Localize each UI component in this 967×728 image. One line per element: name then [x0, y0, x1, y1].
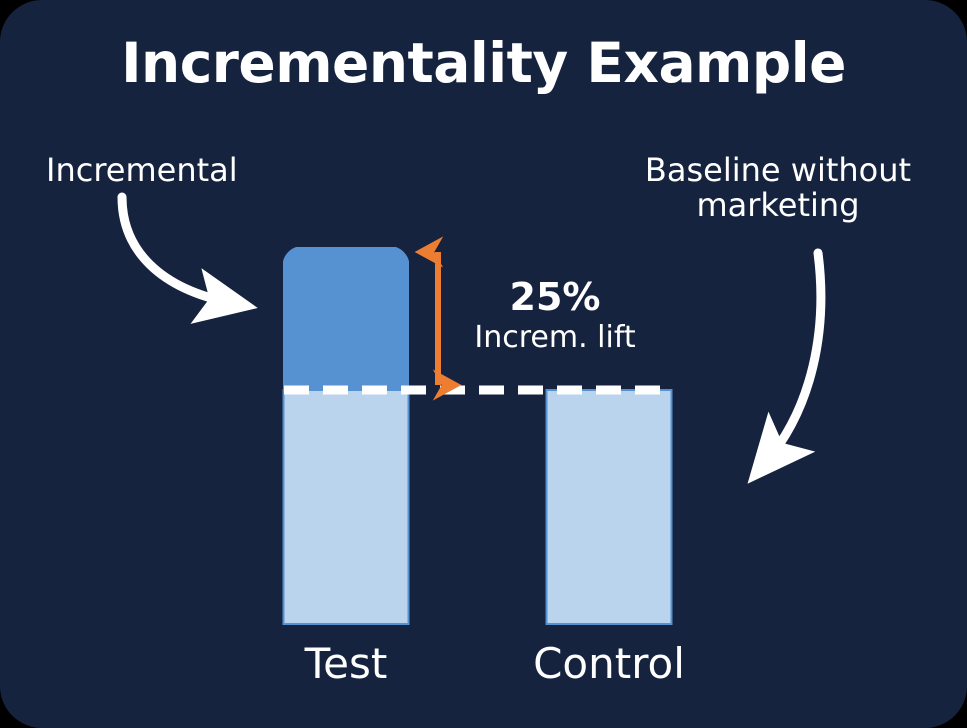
- chart-title: Incrementality Example: [121, 31, 846, 95]
- annotation-baseline-label-line2: marketing: [696, 185, 860, 224]
- annotation-incremental-label: Incremental: [46, 151, 238, 189]
- bar-control-baseline: [545, 389, 673, 625]
- category-label-test: Test: [304, 639, 388, 688]
- baseline-pointer-arrow: [747, 248, 826, 484]
- bar-test-baseline: [282, 389, 410, 625]
- category-label-control: Control: [533, 639, 685, 688]
- lift-value-label: 25%: [509, 275, 601, 319]
- annotation-baseline-label-line1: Baseline without: [644, 151, 912, 189]
- incremental-pointer-arrow: [117, 192, 258, 324]
- lift-caption-label: Increm. lift: [474, 320, 636, 355]
- bar-test-incremental: [283, 247, 409, 390]
